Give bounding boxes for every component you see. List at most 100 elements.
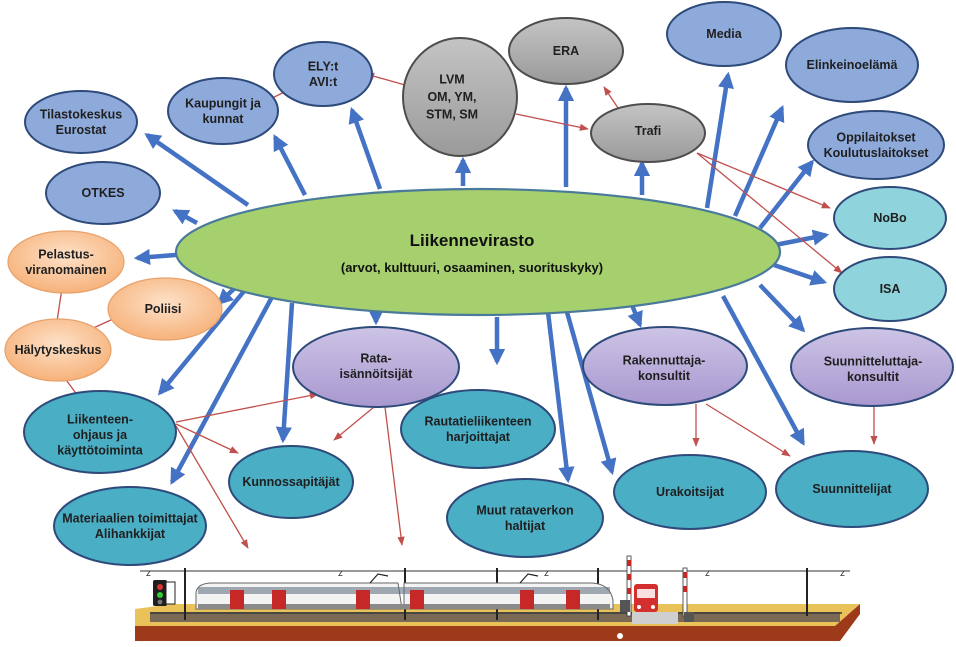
arrow-to-muut — [545, 311, 575, 484]
suunnittelijat-label: Suunnittelijat — [812, 482, 892, 496]
oppilaitokset-node[interactable] — [807, 110, 945, 180]
red-arrow-rakennuttaja-to-suunnittelijat — [705, 403, 791, 457]
pelastus-node[interactable] — [7, 230, 125, 294]
liikenteenohjaus-label: Liikenteen-ohjaus ja käyttötoiminta — [57, 413, 143, 458]
label-line: konsultit — [638, 369, 691, 383]
kaupungit-node[interactable] — [167, 77, 279, 145]
rakennuttaja-node[interactable] — [582, 326, 748, 406]
media-node[interactable] — [666, 1, 782, 67]
catenary-mark: z — [705, 568, 710, 579]
label-line: LVM — [439, 73, 464, 87]
liikenteenohjaus-node[interactable] — [23, 390, 177, 474]
label-line: haltijat — [505, 519, 546, 533]
catenary-marks: z z z z z — [146, 568, 845, 579]
suunnittelu-konsultit-label: Suunnitteluttaja-konsultit — [824, 354, 923, 384]
era-label: ERA — [553, 44, 579, 58]
muut-node[interactable] — [446, 478, 604, 558]
catenary-mark: z — [840, 568, 845, 579]
arrow-to-otkes — [172, 209, 199, 225]
label-line: Eurostat — [56, 123, 108, 137]
nobo-node[interactable] — [833, 186, 947, 250]
lvm-node[interactable] — [402, 37, 518, 157]
ely-node[interactable] — [273, 41, 373, 107]
road-marker — [617, 633, 623, 639]
materiaalien-node[interactable] — [53, 486, 207, 566]
urakoitsijat-label: Urakoitsijat — [656, 485, 725, 499]
elinkeino-node[interactable] — [785, 27, 919, 103]
train-icon — [195, 573, 614, 610]
red-arrows — [53, 72, 878, 549]
label-line: NoBo — [873, 211, 907, 225]
label-line: STM, SM — [426, 108, 478, 122]
nodes — [4, 1, 954, 566]
suunnittelijat-node[interactable] — [775, 450, 929, 528]
label-line: ohjaus ja — [73, 428, 128, 442]
red-arrow-trafi-to-era — [603, 86, 619, 109]
arrow-to-urakoitsijat — [562, 304, 617, 476]
label-line: kunnat — [203, 112, 245, 126]
otkes-node[interactable] — [45, 161, 161, 225]
arrow-to-nobo — [774, 229, 830, 248]
catenary-mark: z — [338, 568, 343, 579]
red-arrow-ohjaus-to-kunnossapito — [175, 423, 239, 454]
label-line: Koulutuslaitokset — [824, 146, 930, 160]
catenary-mark: z — [544, 568, 549, 579]
label-line: Kunnossapitäjät — [242, 475, 340, 489]
red-arrow-rata-to-rail — [384, 406, 405, 546]
label-line: Tilastokeskus — [40, 107, 123, 121]
bus-icon — [634, 584, 658, 612]
kunnossapitajat-label: Kunnossapitäjät — [242, 475, 340, 489]
rakennuttaja-label: Rakennuttaja-konsultit — [623, 353, 706, 383]
rautatieliikenne-node[interactable] — [400, 389, 556, 469]
label-line: Oppilaitokset — [836, 130, 916, 144]
media-label: Media — [706, 27, 742, 41]
arrow-to-tilasto — [144, 133, 250, 207]
halytys-node[interactable] — [4, 318, 112, 382]
arrow-to-kaupungit — [273, 134, 307, 197]
isa-label: ISA — [880, 282, 901, 296]
suunnittelu-konsultit-node[interactable] — [790, 327, 954, 407]
red-arrow-ohjaus-to-rata — [175, 392, 319, 423]
label-line: käyttötoiminta — [57, 444, 143, 458]
label-line: ELY:t — [308, 59, 339, 73]
rata-isannoitsijat-label: Rata-isännöitsijät — [340, 351, 414, 381]
label-line: Suunnitteluttaja- — [824, 354, 923, 368]
center-subtitle: (arvot, kulttuuri, osaaminen, suoritusky… — [341, 260, 603, 275]
ballast — [150, 612, 840, 622]
catenary-mark: z — [146, 568, 151, 579]
label-line: Alihankkijat — [95, 527, 166, 541]
tilasto-node[interactable] — [24, 90, 138, 154]
arrow-to-suunnittelukonsultit — [758, 283, 806, 333]
kunnossapitajat-node[interactable] — [228, 445, 354, 519]
otkes-label: OTKES — [81, 186, 124, 200]
isa-node[interactable] — [833, 256, 947, 322]
trafi-node[interactable] — [590, 103, 706, 163]
pelastus-label: Pelastus-viranomainen — [25, 247, 106, 277]
red-arrow-ohjaus-to-rail — [175, 425, 249, 549]
label-line: Urakoitsijat — [656, 485, 725, 499]
arrow-to-ely — [348, 106, 383, 190]
poliisi-label: Poliisi — [145, 302, 182, 316]
label-line: Elinkeinoelämä — [806, 58, 897, 72]
label-line: Pelastus- — [38, 247, 94, 261]
node-labels: Liikennevirasto (arvot, kulttuuri, osaam… — [15, 27, 930, 541]
label-line: AVI:t — [309, 75, 338, 89]
center-node[interactable] — [174, 187, 782, 317]
label-line: ERA — [553, 44, 579, 58]
urakoitsijat-node[interactable] — [613, 454, 767, 530]
rail-embankment-side — [135, 604, 860, 641]
label-line: Liikenteen- — [67, 413, 133, 427]
arrow-to-media — [704, 71, 734, 209]
label-line: Hälytyskeskus — [15, 343, 102, 357]
rata-isannoitsijat-node[interactable] — [292, 326, 460, 408]
level-crossing-icon — [620, 555, 694, 622]
center-title: Liikennevirasto — [410, 231, 535, 250]
era-node[interactable] — [508, 17, 624, 85]
poliisi-node[interactable] — [107, 277, 223, 341]
halytys-label: Hälytyskeskus — [15, 343, 102, 357]
